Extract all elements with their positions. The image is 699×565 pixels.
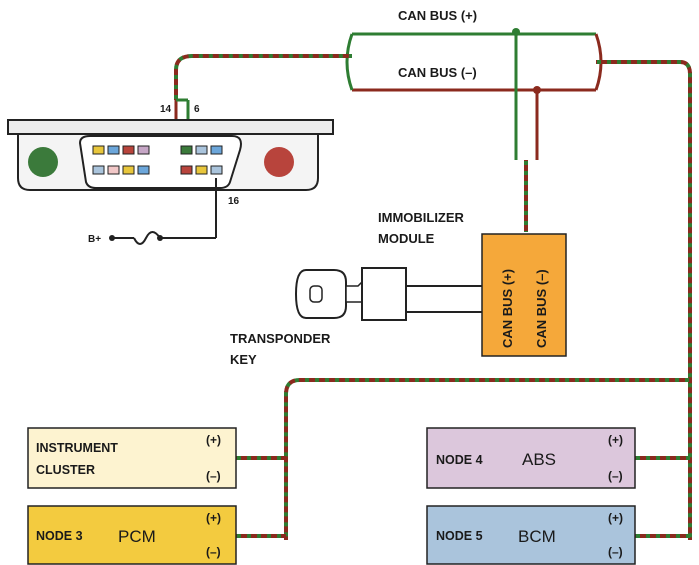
transponder-key: TRANSPONDER KEY	[230, 267, 482, 367]
key-label-2: KEY	[230, 352, 257, 367]
bcm-node-label: NODE 5	[436, 529, 483, 543]
pcm-name: PCM	[118, 527, 156, 546]
battery-label: B+	[88, 234, 101, 245]
immobilizer-can-minus: CAN BUS (–)	[534, 269, 549, 348]
key-label-1: TRANSPONDER	[230, 331, 331, 346]
abs-node-label: NODE 4	[436, 453, 483, 467]
immobilizer-can-plus: CAN BUS (+)	[500, 269, 515, 348]
abs-plus: (+)	[608, 433, 623, 447]
connector-pins	[92, 145, 223, 175]
immobilizer-module: IMMOBILIZER MODULE CAN BUS (+) CAN BUS (…	[378, 210, 567, 357]
node-5-bcm: NODE 5 BCM (+) (–)	[426, 505, 636, 565]
instrument-label-2: CLUSTER	[36, 463, 95, 477]
can-bus-trunk: CAN BUS (+) CAN BUS (–)	[345, 8, 603, 94]
ignition-lock	[361, 267, 407, 321]
abs-minus: (–)	[608, 469, 623, 483]
abs-name: ABS	[522, 450, 556, 469]
red-mounting-dot	[264, 147, 294, 177]
pcm-plus: (+)	[206, 511, 221, 525]
bcm-name: BCM	[518, 527, 556, 546]
bcm-plus: (+)	[608, 511, 623, 525]
pin-6-label: 6	[194, 104, 200, 115]
diagnostic-connector: 14 6 16	[7, 104, 334, 207]
pin-14-label: 14	[160, 104, 172, 115]
can-bus-plus-label: CAN BUS (+)	[398, 8, 477, 23]
twisted-pair-wiring	[174, 54, 692, 540]
immobilizer-title-2: MODULE	[378, 231, 435, 246]
battery-supply: B+	[88, 178, 217, 245]
green-mounting-dot	[28, 147, 58, 177]
node-instrument-cluster: INSTRUMENT CLUSTER (+) (–)	[27, 427, 237, 489]
node-3-pcm: NODE 3 PCM (+) (–)	[27, 505, 237, 565]
pin-16-label: 16	[228, 196, 240, 207]
node-4-abs: NODE 4 ABS (+) (–)	[426, 427, 636, 489]
can-plus-junction	[512, 28, 520, 36]
immobilizer-title-1: IMMOBILIZER	[378, 210, 465, 225]
instrument-plus: (+)	[206, 433, 221, 447]
instrument-minus: (–)	[206, 469, 221, 483]
pcm-minus: (–)	[206, 545, 221, 559]
instrument-label-1: INSTRUMENT	[36, 441, 118, 455]
fuse-icon	[133, 231, 161, 245]
can-bus-minus-label: CAN BUS (–)	[398, 65, 477, 80]
bcm-minus: (–)	[608, 545, 623, 559]
pcm-node-label: NODE 3	[36, 529, 83, 543]
